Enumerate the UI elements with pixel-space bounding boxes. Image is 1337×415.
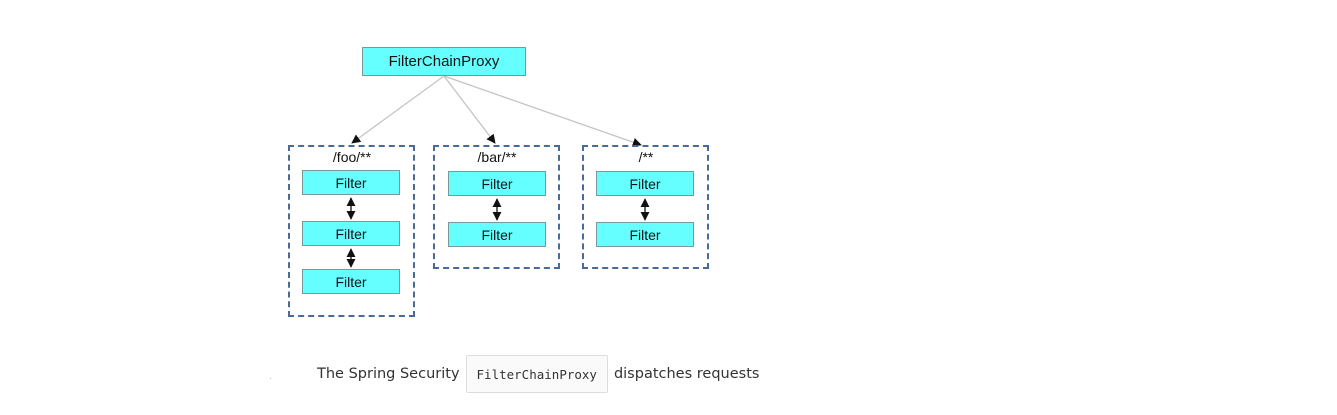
filter-label: Filter <box>481 175 513 192</box>
chain-all-pattern: /** <box>638 149 654 165</box>
chain-foo-pattern: /foo/** <box>332 149 372 165</box>
caption-code: FilterChainProxy <box>465 355 608 393</box>
connector-all <box>443 75 642 147</box>
filter-chain-diagram: FilterChainProxy /foo/** Filter Filter F… <box>288 47 709 317</box>
filter-label: Filter <box>481 226 513 243</box>
filter-chain-proxy-node: FilterChainProxy <box>362 47 526 76</box>
filter-node: Filter <box>448 222 546 247</box>
filter-label: Filter <box>335 174 367 191</box>
filter-label: Filter <box>335 273 367 290</box>
figure-caption: The Spring Security FilterChainProxy dis… <box>317 355 759 393</box>
chain-foo <box>288 145 415 317</box>
filter-node: Filter <box>302 170 400 195</box>
caption-prefix: The Spring Security <box>317 366 460 382</box>
chain-bar <box>433 145 560 269</box>
filter-node: Filter <box>596 222 694 247</box>
decorative-dot <box>270 378 271 379</box>
caption-suffix: dispatches requests <box>613 366 760 382</box>
chain-bar-pattern: /bar/** <box>477 149 517 165</box>
chain-all <box>582 145 709 269</box>
connector-layer <box>346 75 650 268</box>
filter-node: Filter <box>448 171 546 196</box>
filter-node: Filter <box>302 269 400 294</box>
filter-chain-proxy-label: FilterChainProxy <box>388 53 500 70</box>
connector-foo <box>351 75 445 144</box>
filter-label: Filter <box>629 226 661 243</box>
filter-node: Filter <box>302 221 400 246</box>
filter-label: Filter <box>629 175 661 192</box>
filter-node: Filter <box>596 171 694 196</box>
connector-bar <box>443 75 496 144</box>
filter-label: Filter <box>335 225 367 242</box>
